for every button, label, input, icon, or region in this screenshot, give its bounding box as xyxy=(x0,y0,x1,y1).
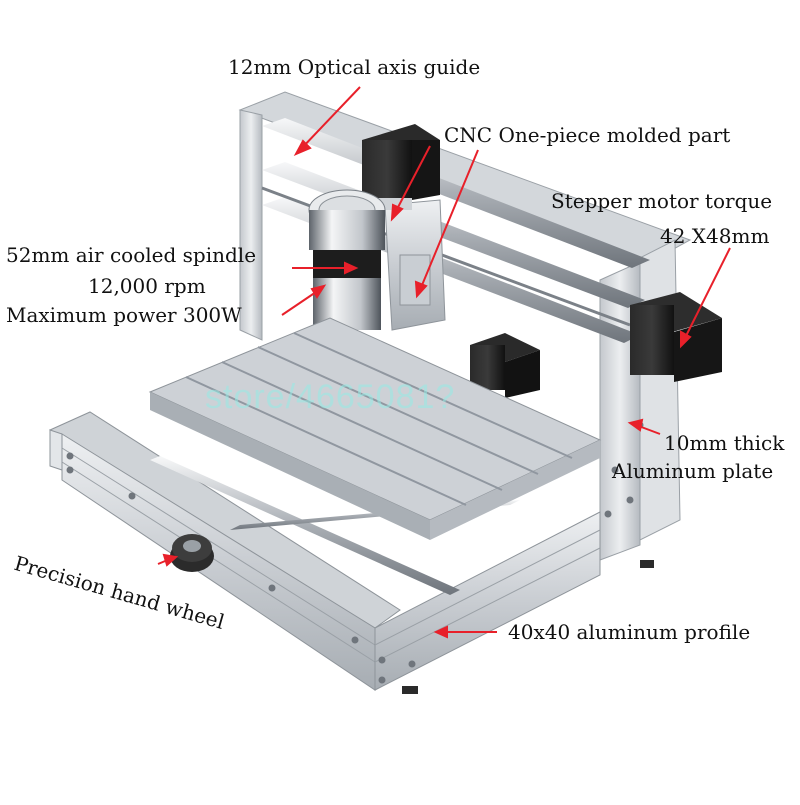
store-watermark: store/4665081? xyxy=(205,378,456,416)
z-stepper-motor xyxy=(362,124,440,210)
t-slot-bed xyxy=(148,317,602,540)
label-spindle-line3: Maximum power 300W xyxy=(6,303,242,327)
feet xyxy=(402,560,654,694)
callout-arrows xyxy=(157,86,731,639)
label-plate-line1: 10mm thick xyxy=(664,431,785,455)
label-optical-guide: 12mm Optical axis guide xyxy=(228,55,481,79)
cnc-molded-part xyxy=(384,199,446,331)
label-profile: 40x40 aluminum profile xyxy=(508,620,751,644)
label-spindle-line2: 12,000 rpm xyxy=(88,274,206,298)
label-stepper-line2: 42 X48mm xyxy=(660,224,770,248)
base-frame xyxy=(48,411,601,691)
hand-wheel xyxy=(170,534,214,572)
label-stepper-line1: Stepper motor torque xyxy=(551,189,773,213)
y-stepper-motor xyxy=(630,292,722,382)
x-stepper-motor xyxy=(470,333,540,398)
label-cnc-part: CNC One-piece molded part xyxy=(444,123,731,147)
label-spindle-line1: 52mm air cooled spindle xyxy=(6,243,257,267)
label-plate-line2: Aluminum plate xyxy=(612,459,774,483)
